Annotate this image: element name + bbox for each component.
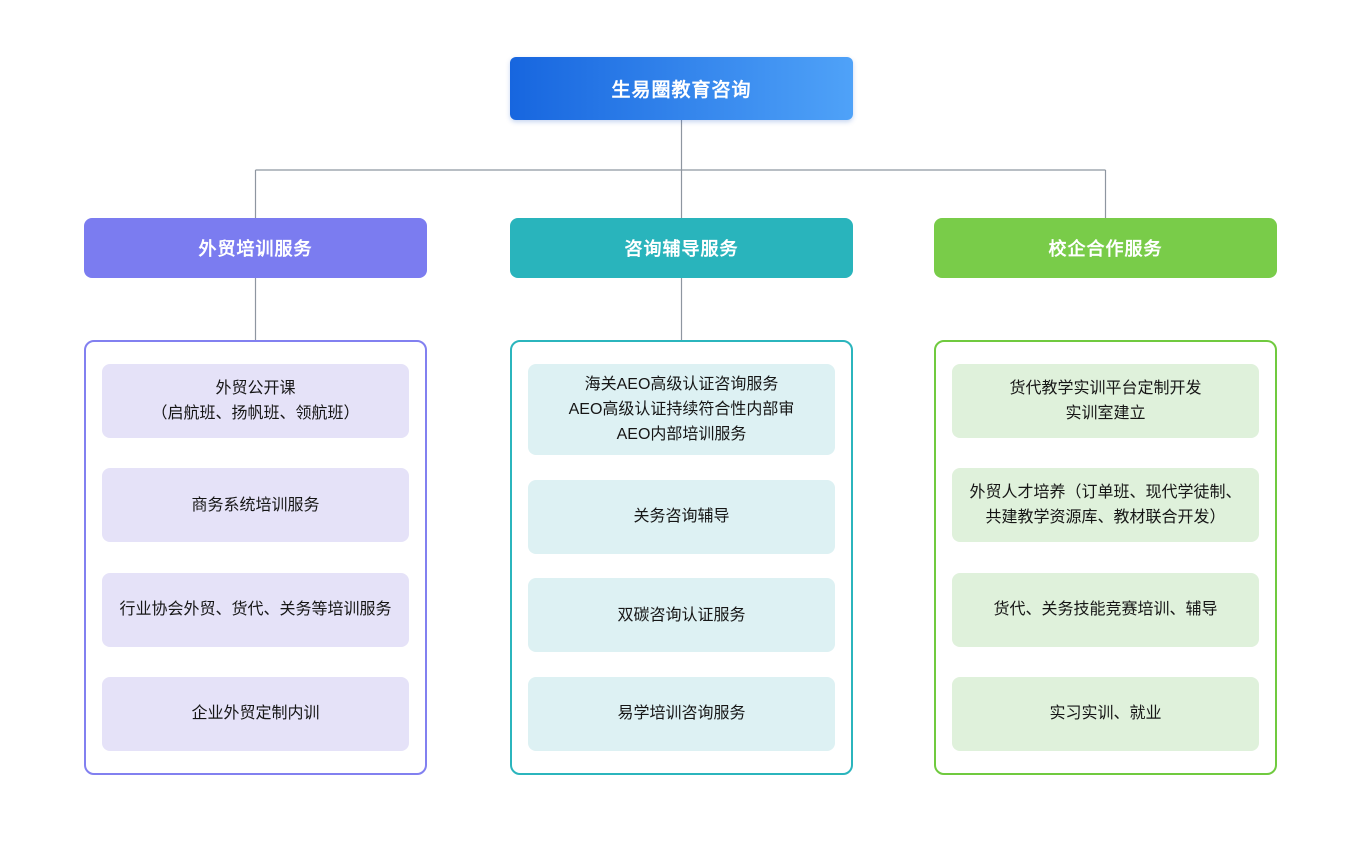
diagram-node: 海关AEO高级认证咨询服务 AEO高级认证持续符合性内部审 AEO内部培训服务 xyxy=(528,364,835,455)
diagram-node: 行业协会外贸、货代、关务等培训服务 xyxy=(102,572,409,647)
branch-panel-consulting: 海关AEO高级认证咨询服务 AEO高级认证持续符合性内部审 AEO内部培训服务 … xyxy=(510,340,853,775)
branch-header-school-enterprise: 校企合作服务 xyxy=(934,218,1277,278)
diagram-node: 关务咨询辅导 xyxy=(528,479,835,554)
root-node-label: 生易圈教育咨询 xyxy=(611,80,752,101)
diagram-node: 实习实训、就业 xyxy=(952,676,1259,751)
diagram-node: 商务系统培训服务 xyxy=(102,468,409,543)
diagram-node: 外贸人才培养（订单班、现代学徒制、共建教学资源库、教材联合开发） xyxy=(952,468,1259,543)
branch-header-label: 咨询辅导服务 xyxy=(624,239,739,259)
diagram-node: 双碳咨询认证服务 xyxy=(528,578,835,653)
branch-panel-trade-training: 外贸公开课 （启航班、扬帆班、领航班） 商务系统培训服务 行业协会外贸、货代、关… xyxy=(84,340,427,775)
diagram-node: 货代、关务技能竞赛培训、辅导 xyxy=(952,572,1259,647)
branch-header-label: 校企合作服务 xyxy=(1048,239,1163,259)
branch-panel-school-enterprise: 货代教学实训平台定制开发 实训室建立 外贸人才培养（订单班、现代学徒制、共建教学… xyxy=(934,340,1277,775)
diagram-node: 外贸公开课 （启航班、扬帆班、领航班） xyxy=(102,364,409,438)
root-node: 生易圈教育咨询 xyxy=(510,57,853,120)
branch-header-label: 外贸培训服务 xyxy=(198,239,313,259)
diagram-node: 企业外贸定制内训 xyxy=(102,676,409,751)
branch-header-trade-training: 外贸培训服务 xyxy=(84,218,427,278)
diagram-node: 货代教学实训平台定制开发 实训室建立 xyxy=(952,364,1259,438)
branch-header-consulting: 咨询辅导服务 xyxy=(510,218,853,278)
diagram-node: 易学培训咨询服务 xyxy=(528,676,835,751)
